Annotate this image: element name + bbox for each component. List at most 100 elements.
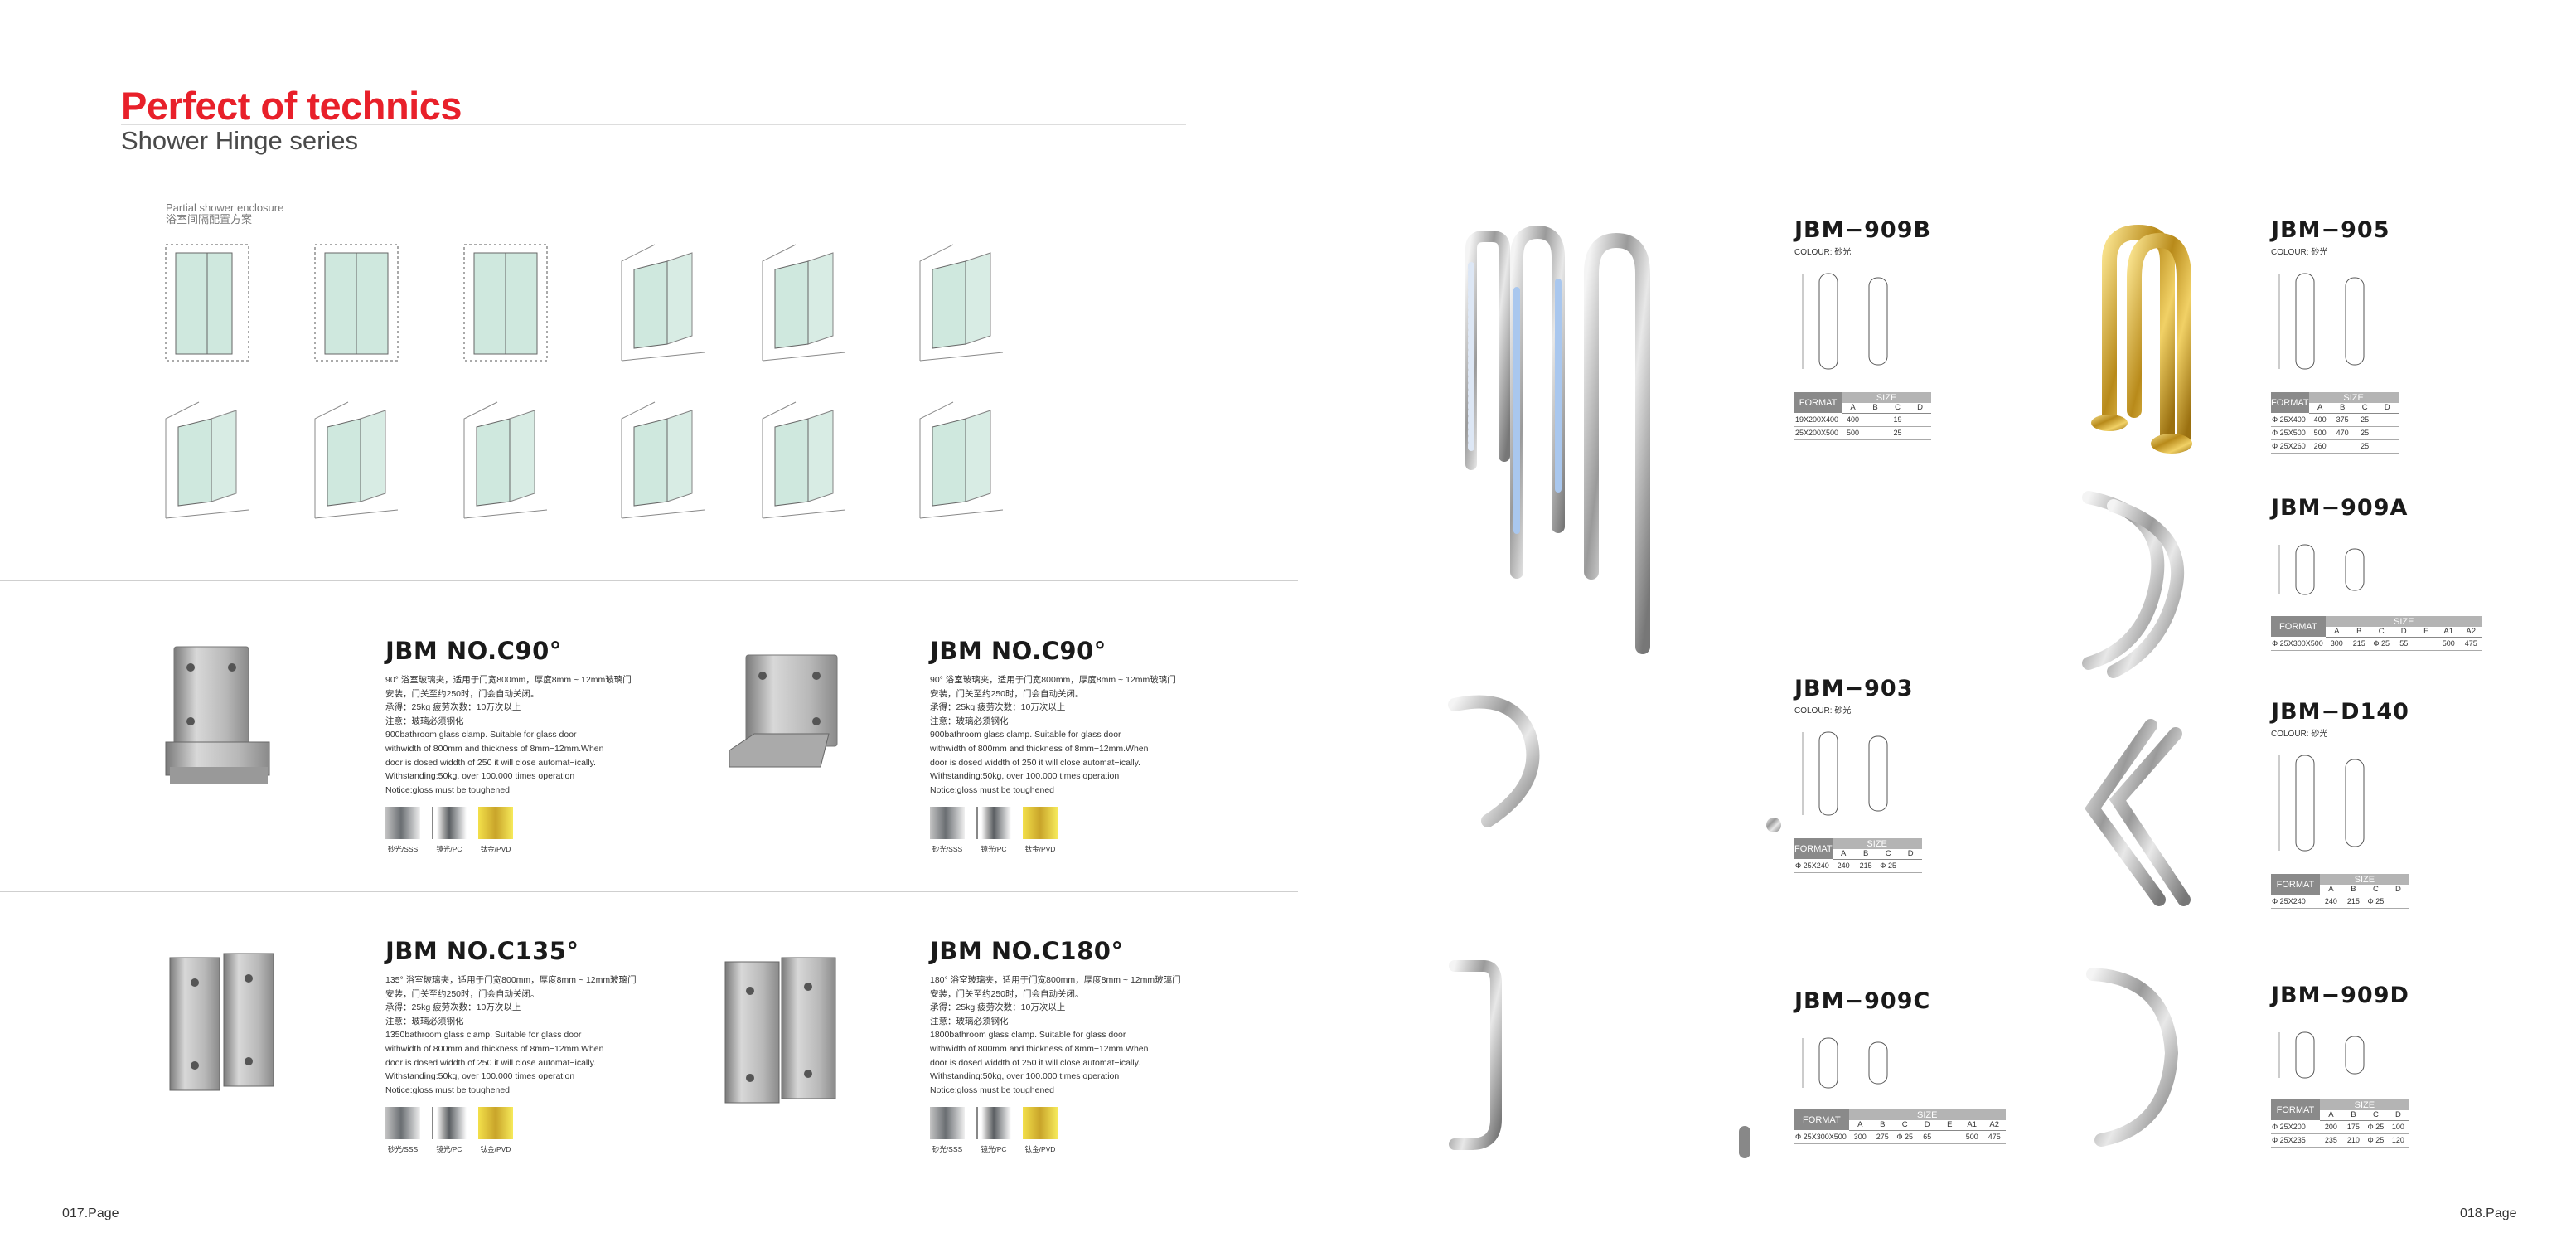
size-cell: Φ 25X240 (1794, 859, 1833, 873)
enclosure-diagram (463, 244, 548, 362)
hinge-description-line: 90° 浴室玻璃夹，适用于门宽800mm，厚度8mm ~ 12mm玻璃门 (385, 675, 632, 685)
format-header: FORMAT (2271, 874, 2320, 895)
size-cell: 65 (1915, 1130, 1939, 1144)
handle-image-d140 (2085, 719, 2191, 906)
enclosure-caption-en: Partial shower enclosure (166, 201, 284, 214)
finish-swatch: 砂光/SSS (385, 807, 420, 854)
enclosure-diagram (762, 401, 846, 519)
dimension-drawing (2278, 1031, 2365, 1079)
dimension-drawing (1802, 1037, 1888, 1089)
hinge-description-line: 注意：玻璃必须钢化 (385, 716, 464, 726)
enclosure-diagram (621, 244, 705, 362)
finish-label: 镜光/PC (436, 845, 462, 854)
size-cell: Φ 25 (2364, 1133, 2387, 1148)
size-cell (2375, 439, 2399, 454)
page-title: Perfect of technics (121, 84, 462, 128)
finish-color-url (930, 1107, 965, 1140)
size-header: SIZE (2319, 874, 2409, 885)
hinge-spec: JBM NO.C135°135° 浴室玻璃夹，适用于门宽800mm，厚度8mm … (385, 937, 659, 1154)
size-cell: 475 (1983, 1130, 2006, 1144)
size-header: SIZE (1848, 1109, 2006, 1120)
finish-color-gold (478, 1107, 513, 1140)
size-column-header: A (2308, 403, 2331, 414)
size-column-header: E (2414, 627, 2438, 638)
size-column-header: B (2331, 403, 2354, 414)
size-cell: 120 (2386, 1133, 2409, 1148)
hinge-description-line: 1800bathroom glass clamp. Suitable for g… (930, 1030, 1126, 1041)
size-cell: Φ 25X400 (2271, 413, 2309, 427)
size-cell: Φ 25 (2370, 637, 2393, 651)
size-cell: Φ 25 (1893, 1130, 1916, 1144)
size-cell: 275 (1871, 1130, 1894, 1144)
size-header: SIZE (2308, 392, 2399, 403)
size-cell: Φ 25 (2364, 1120, 2387, 1134)
finish-color-mirror (976, 1107, 1011, 1140)
finish-swatch: 镜光/PC (432, 1107, 467, 1154)
size-cell: 210 (2341, 1133, 2365, 1148)
size-cell: Φ 25X300X500 (2271, 637, 2326, 651)
hinge-description-line: Withstanding:50kg, over 100.000 times op… (385, 771, 575, 782)
enclosure-diagram (919, 401, 1004, 519)
product-colour: COLOUR: 砂光 (1794, 248, 1852, 257)
hinge-description-line: 承得：25kg 疲劳次数：10万次以上 (385, 1002, 521, 1013)
handle-image-909d (2086, 968, 2189, 1147)
size-cell: 500 (1842, 426, 1865, 440)
product-colour: COLOUR: 砂光 (1794, 706, 1852, 716)
enclosure-caption: Partial shower enclosure 浴室间隔配置方案 (166, 202, 283, 226)
size-column-header: D (1899, 849, 1922, 860)
finish-label: 钛金/PVD (1024, 845, 1056, 854)
enclosure-diagram (165, 244, 249, 362)
product-colour: COLOUR: 砂光 (2271, 248, 2328, 257)
finish-label: 砂光/SSS (387, 845, 419, 854)
enclosure-diagrams (165, 244, 1004, 519)
size-cell (2386, 895, 2409, 909)
page-number-right: 018.Page (2460, 1206, 2517, 1220)
size-cell: 475 (2459, 637, 2482, 651)
finish-swatch: 钛金/PVD (478, 1107, 513, 1154)
size-cell: 55 (2392, 637, 2415, 651)
hinge-title: JBM NO.C90° (930, 637, 1106, 665)
finish-swatch: 砂光/SSS (930, 807, 965, 854)
size-column-header: B (2341, 885, 2365, 895)
hinge-image-c90-a (165, 646, 270, 784)
finish-color-gold (1023, 1107, 1058, 1140)
size-header: SIZE (1842, 392, 1932, 403)
hinge-description-line: Notice:gloss must be toughened (930, 1085, 1055, 1095)
page-subtitle: Shower Hinge series (121, 126, 359, 155)
hinge-description-line: 135° 浴室玻璃夹，适用于门宽800mm，厚度8mm ~ 12mm玻璃门 (385, 975, 637, 985)
size-cell: Φ 25X260 (2271, 439, 2309, 454)
size-cell: 215 (1854, 859, 1877, 873)
size-column-header: A (1842, 403, 1865, 414)
hinge-description-line: Withstanding:50kg, over 100.000 times op… (385, 1071, 575, 1082)
size-column-header: D (2386, 1110, 2409, 1121)
size-column-header: A (1832, 849, 1855, 860)
dimension-drawing (2278, 544, 2365, 595)
enclosure-diagram (621, 401, 705, 519)
hinge-description-line: 900bathroom glass clamp. Suitable for gl… (385, 730, 577, 740)
size-column-header: B (1854, 849, 1877, 860)
finish-swatch: 镜光/PC (976, 1107, 1011, 1154)
size-cell: 300 (1848, 1130, 1871, 1144)
size-cell (1864, 426, 1887, 440)
size-column-header: D (1915, 1120, 1939, 1131)
size-column-header: B (2347, 627, 2370, 638)
finish-swatch: 钛金/PVD (1023, 1107, 1058, 1154)
size-cell: Φ 25X500 (2271, 426, 2309, 440)
size-column-header: C (2353, 403, 2376, 414)
size-header: SIZE (2325, 616, 2482, 627)
hinge-description-line: withwidth of 800mm and thickness of 8mm−… (930, 743, 1149, 754)
size-cell: 260 (2308, 439, 2331, 454)
finish-label: 镜光/PC (981, 1145, 1007, 1154)
